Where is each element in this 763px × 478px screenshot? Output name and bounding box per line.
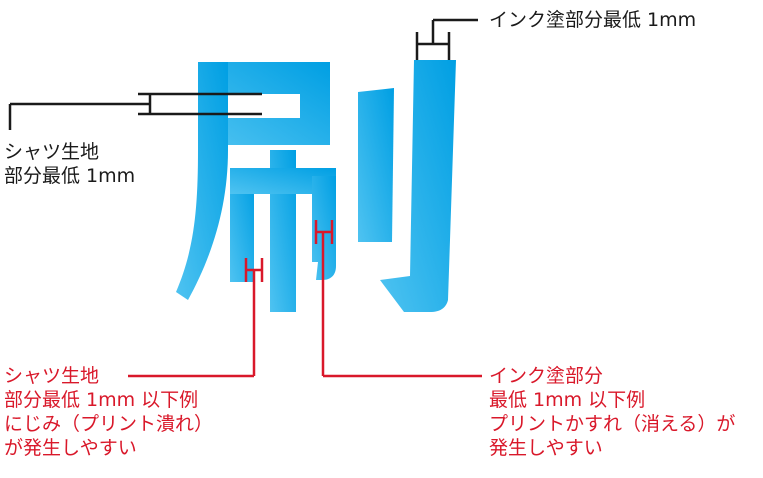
label-bottom-left: シャツ生地 部分最低 1mm 以下例 にじみ（プリント潰れ） が発生しやすい xyxy=(4,364,213,460)
glyph-right-short xyxy=(358,88,394,242)
label-bottom-right-line-4: 発生しやすい xyxy=(489,437,603,459)
label-bottom-left-line-3: にじみ（プリント潰れ） xyxy=(4,413,214,435)
label-top-right: インク塗部分最低 1mm xyxy=(489,8,696,32)
label-left-line-1: シャツ生地 xyxy=(4,141,100,163)
label-bottom-right-line-3: プリントかすれ（消える）が xyxy=(489,413,736,435)
callout-top-right xyxy=(415,18,478,60)
label-bottom-right-line-1: インク塗部分 xyxy=(489,365,604,387)
glyph-left-sweep xyxy=(176,62,228,300)
label-left: シャツ生地 部分最低 1mm xyxy=(4,140,135,188)
glyph-top-box xyxy=(198,62,330,145)
label-bottom-right-line-2: 最低 1mm 以下例 xyxy=(489,389,646,411)
label-left-line-2: 部分最低 1mm xyxy=(4,165,136,187)
label-bottom-left-line-2: 部分最低 1mm 以下例 xyxy=(4,389,199,411)
callout-left xyxy=(8,92,262,130)
label-bottom-left-line-4: が発生しやすい xyxy=(4,437,137,459)
label-top-right-line: インク塗部分最低 1mm xyxy=(489,9,697,31)
glyph-inner-left-leg xyxy=(230,178,254,282)
glyph-inner-right-leg xyxy=(312,176,336,280)
callout-bottom-right xyxy=(314,220,482,378)
label-bottom-left-line-1: シャツ生地 xyxy=(4,365,100,387)
glyph-inner-bar xyxy=(230,168,336,194)
kanji-glyph xyxy=(176,60,456,312)
glyph-right-hook xyxy=(380,60,456,312)
label-bottom-right: インク塗部分 最低 1mm 以下例 プリントかすれ（消える）が 発生しやすい xyxy=(489,364,735,460)
callout-bottom-left xyxy=(128,258,264,378)
